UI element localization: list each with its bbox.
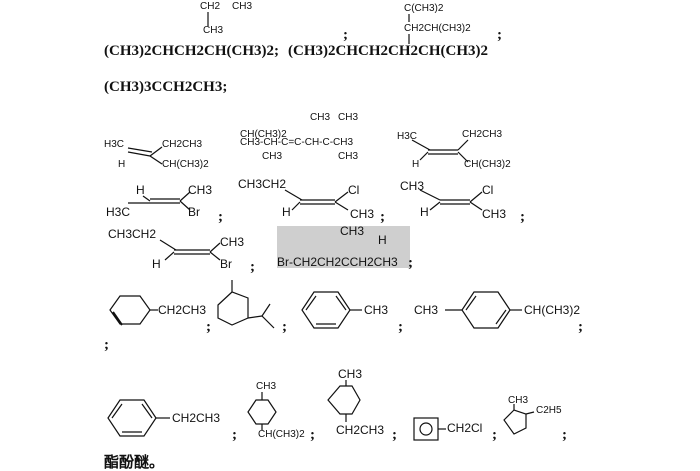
separator: ;: [492, 427, 497, 443]
highlight-box: [277, 226, 410, 268]
atom-label: H: [420, 205, 429, 219]
atom-label: CH3: [340, 224, 365, 238]
atom-label: CH2CH3: [172, 411, 221, 425]
atom-label: CH3: [508, 395, 529, 406]
atom-label: CH3: [482, 207, 507, 221]
atom-label: H: [378, 233, 387, 247]
branch-text: CH2CH(CH3)2: [404, 23, 471, 34]
atom-label: CH2Cl: [447, 421, 483, 435]
atom-label: H: [136, 183, 145, 197]
separator: ;: [343, 27, 348, 43]
separator: ;: [497, 27, 502, 43]
branch-text: CH2: [200, 1, 221, 12]
atom-label: CH3: [220, 235, 245, 249]
atom-label: CH3: [350, 207, 375, 221]
branch-text: CH3: [203, 25, 224, 36]
atom-label: H: [152, 257, 161, 271]
atom-label: H3C: [397, 131, 418, 142]
atom-label: C2H5: [536, 405, 562, 416]
atom-label: CH3: [262, 151, 283, 162]
atom-label: Cl: [348, 183, 360, 197]
atom-label: CH(CH3)2: [524, 303, 581, 317]
atom-label: H3C: [106, 205, 131, 219]
atom-label: CH2CH3: [162, 139, 203, 150]
separator: ;: [218, 209, 223, 225]
atom-label: CH3: [338, 367, 363, 381]
atom-label: CH3: [414, 303, 439, 317]
formula-line: (CH3)2CHCH2CH(CH3)2;: [104, 43, 279, 59]
separator: ;: [232, 427, 237, 443]
atom-label: CH3: [400, 179, 425, 193]
atom-label: CH2CH3: [462, 129, 503, 140]
separator: ;: [578, 319, 583, 335]
atom-label: CH(CH3)2: [162, 159, 209, 170]
atom-label: CH2CH3: [158, 303, 207, 317]
atom-label: CH2CH3: [336, 423, 385, 437]
atom-label: CH3: [338, 112, 359, 123]
formula-line: (CH3)2CHCH2CH2CH(CH3)2: [288, 43, 488, 59]
separator: ;: [398, 319, 403, 335]
atom-label: CH3-CH-C=C-CH-C-CH3: [240, 137, 354, 148]
separator: ;: [282, 319, 287, 335]
separator: ;: [250, 259, 255, 275]
separator: ;: [104, 337, 109, 353]
atom-label: CH3: [364, 303, 389, 317]
branch-text: C(CH3)2: [404, 3, 444, 14]
atom-label: CH3: [188, 183, 213, 197]
atom-label: H3C: [104, 139, 125, 150]
separator: ;: [206, 319, 211, 335]
separator: ;: [392, 427, 397, 443]
separator: ;: [408, 255, 413, 271]
separator: ;: [562, 427, 567, 443]
atom-label: CH3: [256, 381, 277, 392]
separator: ;: [380, 209, 385, 225]
atom-label: CH(CH3)2: [258, 429, 305, 440]
atom-label: H: [282, 205, 291, 219]
atom-label: Br: [220, 257, 232, 271]
atom-label: Br: [188, 205, 200, 219]
atom-label: CH(CH3)2: [464, 159, 511, 170]
atom-label: CH3CH2: [108, 227, 157, 241]
atom-label: CH3: [310, 112, 331, 123]
branch-text: CH3: [232, 1, 253, 12]
atom-label: CH3CH2: [238, 177, 287, 191]
separator: ;: [520, 209, 525, 225]
atom-label: H: [412, 159, 420, 170]
atom-label: Br-CH2CH2CCH2CH3: [277, 255, 398, 269]
atom-label: H: [118, 159, 126, 170]
separator: ;: [310, 427, 315, 443]
atom-label: Cl: [482, 183, 494, 197]
formula-line: (CH3)3CCH2CH3;: [104, 79, 228, 95]
atom-label: CH3: [338, 151, 359, 162]
bottom-caption: 酯酚醚。: [104, 455, 165, 471]
atom-label: CH(CH3)2: [240, 129, 287, 140]
